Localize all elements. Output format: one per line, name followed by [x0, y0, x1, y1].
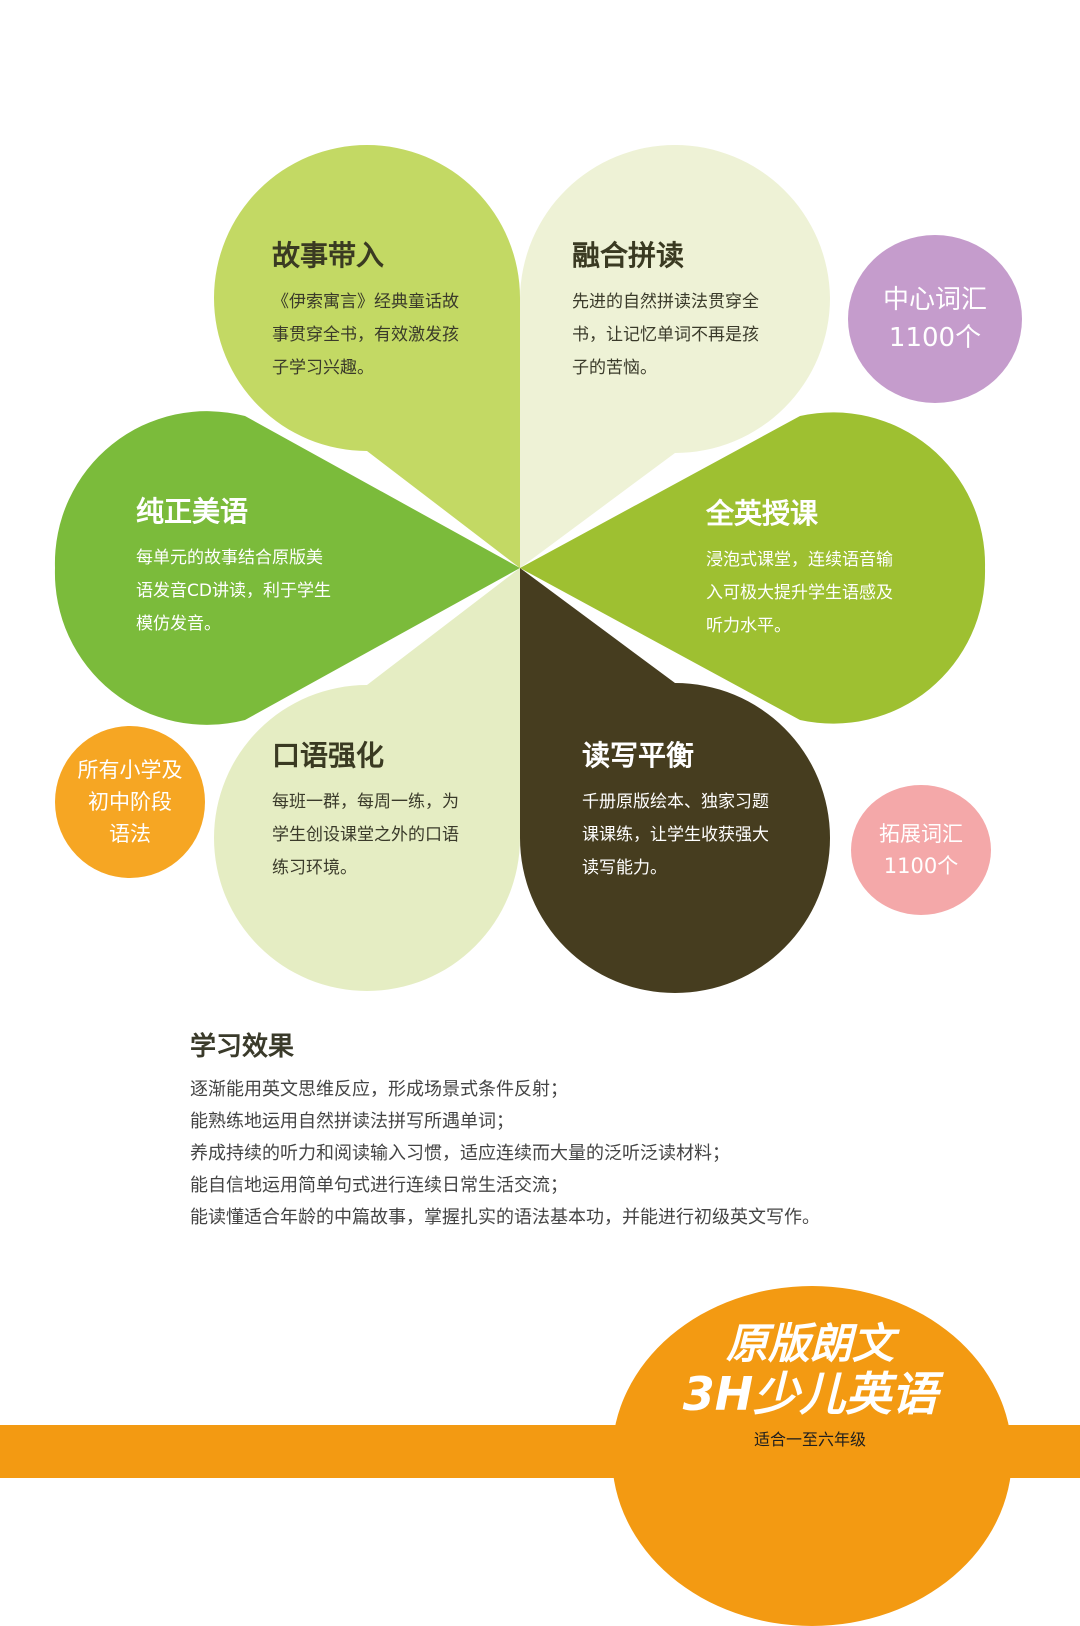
petal-american-content: 纯正美语 每单元的故事结合原版美 语发音CD讲读，利于学生 模仿发音。: [136, 494, 376, 641]
petal-balance-title: 读写平衡: [582, 739, 695, 772]
effect-item: 能熟练地运用自然拼读法拼写所遇单词；: [190, 1111, 514, 1132]
core-vocab-text: 中心词汇 1100个: [882, 285, 987, 353]
grammar-text: 所有小学及 初中阶段 语法: [77, 758, 183, 846]
learning-effects-list: 逐渐能用英文思维反应，形成场景式条件反射； 能熟练地运用自然拼读法拼写所遇单词；…: [190, 1074, 1010, 1234]
petal-balance: [520, 568, 830, 993]
petal-story-content: 故事带入 《伊索寓言》经典童话故 事贯穿全书，有效激发孩 子学习兴趣。: [272, 238, 512, 385]
petal-story: [214, 145, 520, 568]
petal-american-desc: 每单元的故事结合原版美 语发音CD讲读，利于学生 模仿发音。: [136, 548, 331, 634]
effect-item: 能读懂适合年龄的中篇故事，掌握扎实的语法基本功，并能进行初级英文写作。: [190, 1207, 820, 1228]
petal-phonics: [520, 144, 830, 568]
petal-balance-content: 读写平衡 千册原版绘本、独家习题 课课练，让学生收获强大 读写能力。: [582, 738, 822, 885]
ext-vocab-text: 拓展词汇 1100个: [879, 822, 963, 878]
brand-title-line2: 3H少儿英语: [682, 1367, 938, 1421]
petal-english-desc: 浸泡式课堂，连续语音输 入可极大提升学生语感及 听力水平。: [706, 550, 893, 636]
brand-title-line1: 原版朗文: [725, 1319, 894, 1368]
grammar-circle: 所有小学及 初中阶段 语法: [55, 726, 205, 878]
petal-oral-desc: 每班一群，每周一练，为 学生创设课堂之外的口语 练习环境。: [272, 792, 459, 878]
petal-story-desc: 《伊索寓言》经典童话故 事贯穿全书，有效激发孩 子学习兴趣。: [272, 292, 459, 378]
effect-item: 逐渐能用英文思维反应，形成场景式条件反射；: [190, 1079, 568, 1100]
effect-item: 养成持续的听力和阅读输入习惯，适应连续而大量的泛听泛读材料；: [190, 1143, 730, 1164]
effect-item: 能自信地运用简单句式进行连续日常生活交流；: [190, 1175, 568, 1196]
petal-oral-content: 口语强化 每班一群，每周一练，为 学生创设课堂之外的口语 练习环境。: [272, 738, 512, 885]
petal-story-title: 故事带入: [272, 239, 385, 272]
grade-range-label: 适合一至六年级: [753, 1430, 866, 1449]
petal-phonics-content: 融合拼读 先进的自然拼读法贯穿全 书，让记忆单词不再是孩 子的苦恼。: [572, 238, 812, 385]
petal-oral: [214, 568, 520, 991]
petal-oral-title: 口语强化: [272, 739, 385, 772]
poster: 故事带入 《伊索寓言》经典童话故 事贯穿全书，有效激发孩 子学习兴趣。 融合拼读…: [0, 144, 1080, 1626]
ext-vocab-circle: 拓展词汇 1100个: [851, 785, 991, 915]
petal-phonics-title: 融合拼读: [572, 239, 685, 272]
petal-american-title: 纯正美语: [136, 495, 249, 528]
petal-english-title: 全英授课: [706, 497, 819, 530]
petal-american: [54, 411, 521, 725]
petal-english: [520, 412, 986, 724]
learning-effects-title: 学习效果: [190, 1032, 295, 1062]
petal-phonics-desc: 先进的自然拼读法贯穿全 书，让记忆单词不再是孩 子的苦恼。: [572, 292, 759, 378]
learning-effects-section: 学习效果 逐渐能用英文思维反应，形成场景式条件反射； 能熟练地运用自然拼读法拼写…: [190, 1030, 1010, 1234]
core-vocab-circle: 中心词汇 1100个: [848, 235, 1022, 403]
petal-balance-desc: 千册原版绘本、独家习题 课课练，让学生收获强大 读写能力。: [582, 792, 769, 878]
flower-diagram: [54, 144, 986, 993]
petal-english-content: 全英授课 浸泡式课堂，连续语音输 入可极大提升学生语感及 听力水平。: [706, 496, 946, 643]
